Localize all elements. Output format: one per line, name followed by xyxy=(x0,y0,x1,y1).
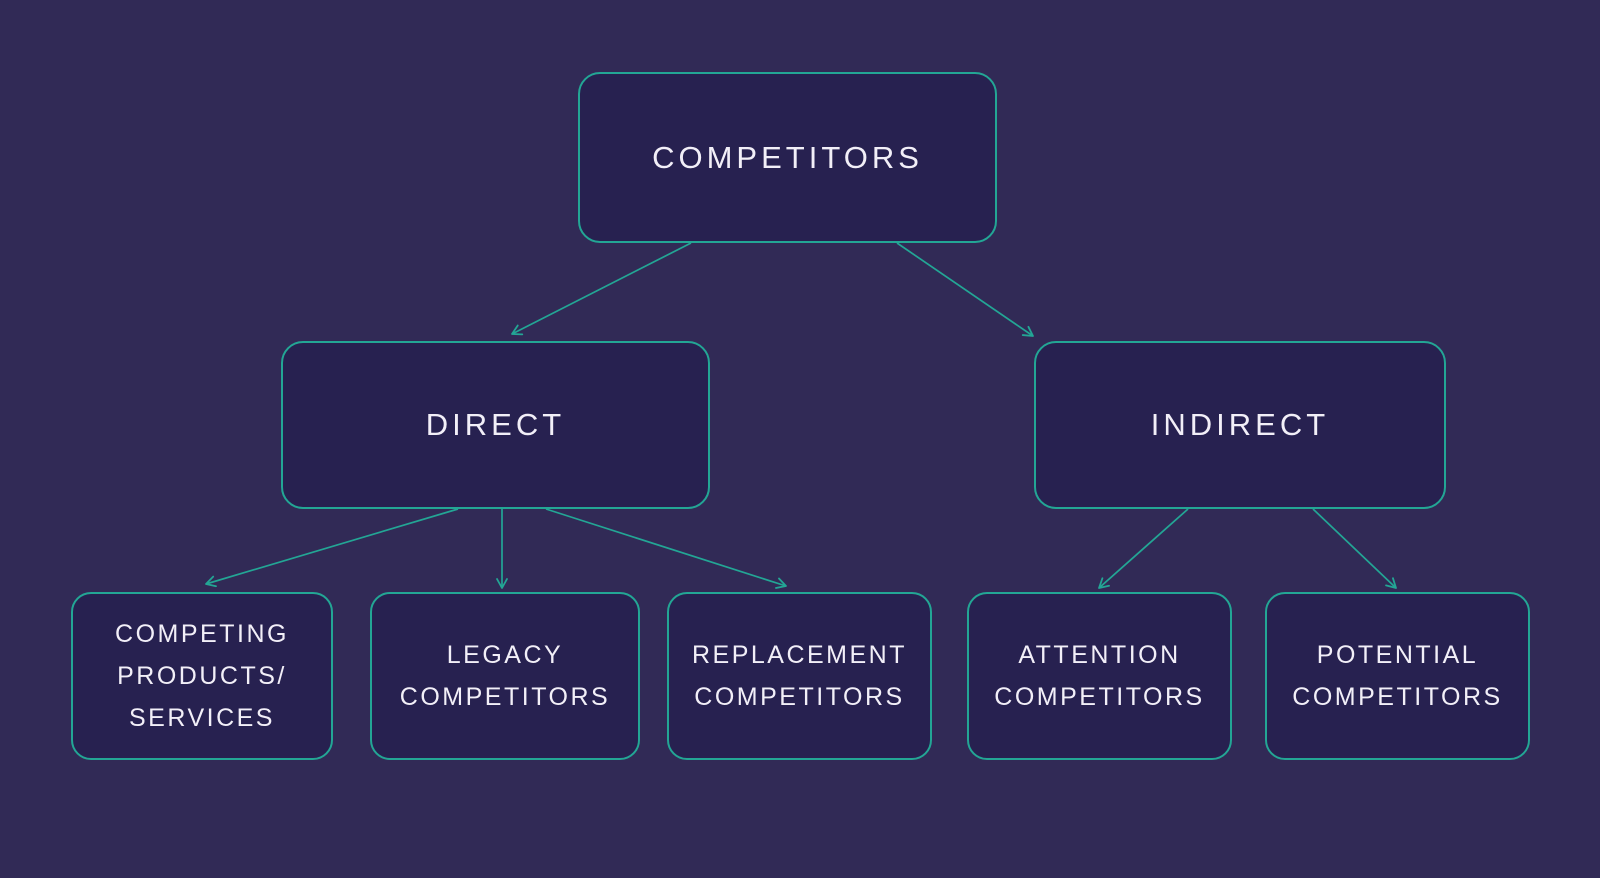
edge-direct-replacement xyxy=(545,508,787,589)
node-attention-competitors-label: ATTENTION COMPETITORS xyxy=(994,641,1205,711)
node-legacy-competitors-label: LEGACY COMPETITORS xyxy=(399,641,611,711)
edge-indirect-potential xyxy=(1312,508,1397,589)
node-attention-competitors: ATTENTION COMPETITORS xyxy=(967,592,1232,760)
node-indirect-label: INDIRECT xyxy=(1150,407,1330,442)
node-potential-competitors: POTENTIAL COMPETITORS xyxy=(1265,592,1530,760)
node-direct-label: DIRECT xyxy=(425,407,566,442)
node-potential-competitors-label: POTENTIAL COMPETITORS xyxy=(1292,641,1503,711)
node-competing-products-services-label: COMPETING PRODUCTS/ SERVICES xyxy=(115,620,289,732)
node-legacy-competitors: LEGACY COMPETITORS xyxy=(370,592,640,760)
node-direct: DIRECT xyxy=(281,341,710,509)
node-competing-products-services: COMPETING PRODUCTS/ SERVICES xyxy=(71,592,333,760)
edge-indirect-attention xyxy=(1098,508,1189,589)
edge-root-indirect xyxy=(896,242,1034,337)
node-competitors-label: COMPETITORS xyxy=(652,139,923,175)
edge-direct-competing xyxy=(205,508,459,588)
node-replacement-competitors: REPLACEMENT COMPETITORS xyxy=(667,592,932,760)
node-replacement-competitors-label: REPLACEMENT COMPETITORS xyxy=(691,641,908,711)
edge-root-direct xyxy=(511,242,692,336)
node-competitors: COMPETITORS xyxy=(578,72,997,243)
node-indirect: INDIRECT xyxy=(1034,341,1446,509)
